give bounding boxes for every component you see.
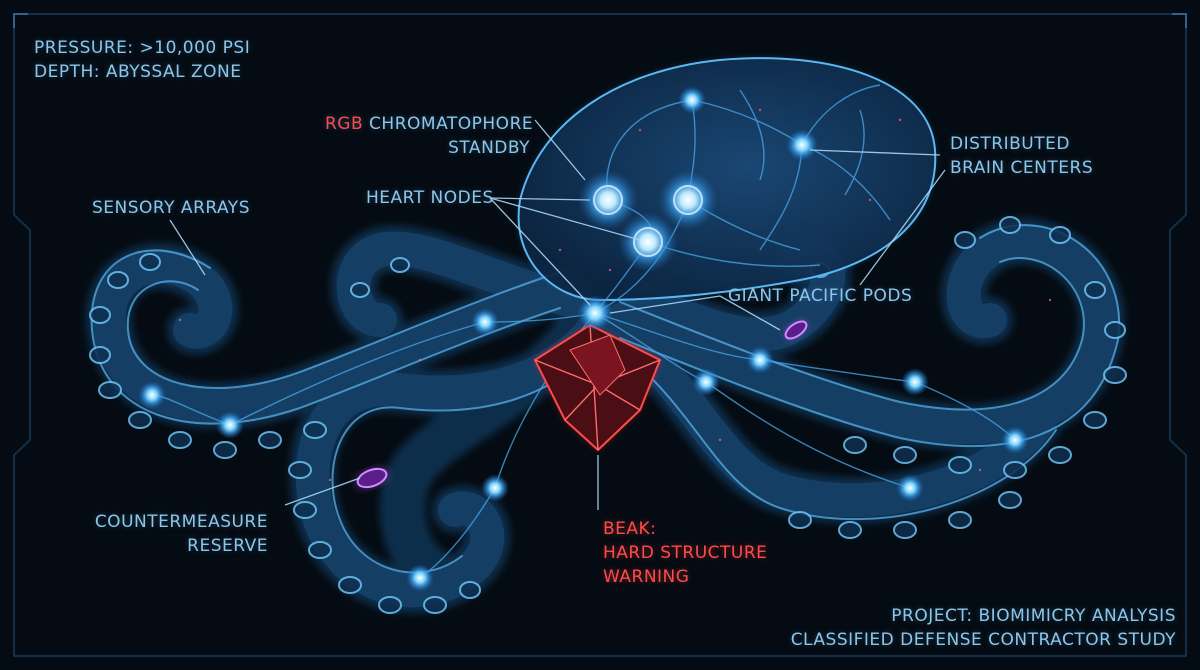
beak-line1: BEAK: — [603, 519, 657, 539]
distributed-line1: DISTRIBUTED — [950, 134, 1070, 154]
beak-warning-label: BEAK: HARD STRUCTURE WARNING — [603, 517, 767, 589]
distributed-brain-label: DISTRIBUTED BRAIN CENTERS — [950, 132, 1093, 180]
giant-pacific-pods-label: GIANT PACIFIC PODS — [728, 286, 913, 306]
sensory-arrays-label: SENSORY ARRAYS — [92, 198, 250, 218]
chromatophore-line1: RGB CHROMATOPHORE — [325, 112, 534, 136]
beak-line2: HARD STRUCTURE — [603, 543, 768, 563]
speckles — [178, 108, 1052, 482]
project-label: PROJECT: BIOMIMICRY ANALYSIS CLASSIFIED … — [700, 604, 1176, 652]
heart-nodes-label: HEART NODES — [366, 188, 494, 208]
project-line1: PROJECT: BIOMIMICRY ANALYSIS — [891, 606, 1176, 626]
project-line2: CLASSIFIED DEFENSE CONTRACTOR STUDY — [790, 630, 1176, 650]
pressure-text: PRESSURE: >10,000 PSI — [34, 38, 251, 58]
distributed-line2: BRAIN CENTERS — [950, 158, 1094, 178]
counter-line2: RESERVE — [187, 536, 268, 556]
counter-line1: COUNTERMEASURE — [94, 512, 268, 532]
chromatophore-rest: CHROMATOPHORE — [363, 114, 534, 134]
countermeasure-capsules — [354, 319, 809, 490]
chromatophore-line2: STANDBY — [448, 138, 530, 158]
chromatophore-label: RGB CHROMATOPHORE STANDBY — [325, 112, 534, 160]
nodes — [138, 86, 1029, 592]
depth-text: DEPTH: ABYSSAL ZONE — [34, 62, 242, 82]
callout-lines — [169, 119, 946, 510]
rgb-highlight: RGB — [325, 114, 364, 134]
hud-frame — [13, 13, 1187, 657]
pressure-label: PRESSURE: >10,000 PSI DEPTH: ABYSSAL ZON… — [34, 36, 250, 84]
beak — [533, 323, 662, 452]
beak-line3: WARNING — [603, 567, 690, 587]
countermeasure-label: COUNTERMEASURE RESERVE — [90, 510, 268, 558]
